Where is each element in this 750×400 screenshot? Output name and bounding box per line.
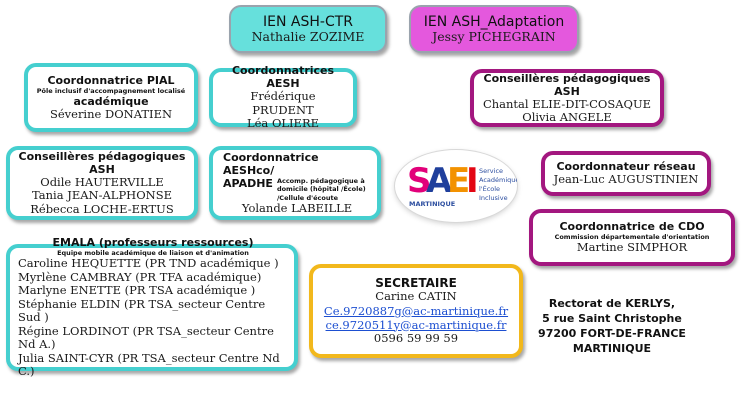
saei-logo-letter-s: S [407,161,432,201]
rectorat-address: Rectorat de KERLYS, 5 rue Saint Christop… [536,296,688,356]
emala-subtitle: Equipe mobile académique de liaison et d… [57,249,249,258]
ien-ash-adaptation-box: IEN ASH_Adaptation Jessy PICHEGRAIN [409,5,579,53]
cdo-title: Coordonnatrice de CDO [559,220,705,234]
aesh-name: Frédérique PRUDENT [250,89,316,117]
cp-ash-left-name: Rébecca LOCHE-ERTUS [30,201,174,216]
secretaire-name: Carine CATIN [375,289,457,303]
aeshco-title-row: APADHE Accomp. pédagogique à domicile (h… [223,177,371,203]
secretaire-email-link[interactable]: ce.9720511y@ac-martinique.fr [325,317,507,332]
saei-logo-line: Service [479,167,503,175]
pial-box: Coordonnatrice PIAL Pôle inclusif d'acco… [24,63,198,132]
saei-logo-line: Inclusive [479,194,508,202]
cp-ash-right-name: Chantal ELIE-DIT-COSAQUE [482,96,652,111]
saei-logo-line: l'École [479,184,500,193]
address-line: 5 rue Saint Christophe [542,312,682,325]
aesh-box: Coordonnatrices AESH Frédérique PRUDENT … [209,64,357,130]
reseau-title: Coordonnateur réseau [556,160,696,174]
emala-member: Caroline HEQUETTE (PR TND académique ) [18,256,279,271]
saei-logo-letter-e: E [447,161,470,201]
aeshco-box: Coordonnatrice AESHco/ APADHE Accomp. pé… [209,146,381,220]
saei-logo-region: MARTINIQUE [409,200,455,208]
cp-ash-right-box: Conseillères pédagogiques ASH Chantal EL… [470,69,664,127]
ien-ash-adaptation-title: IEN ASH_Adaptation [423,14,565,31]
cdo-box: Coordonnatrice de CDO Commission départe… [529,209,735,266]
secretaire-title: SECRETAIRE [375,276,457,290]
pial-subtitle: Pôle inclusif d'accompagnement localisé [36,86,186,95]
saei-logo-graphic: S A E I MARTINIQUE Service Académique de… [407,161,530,208]
reseau-name: Jean-Luc AUGUSTINIEN [553,172,699,187]
emala-member: Stéphanie ELDIN (PR TSA_secteur Centre S… [18,296,266,325]
address-line: Rectorat de KERLYS, [548,297,676,310]
cp-ash-left-box: Conseillères pédagogiques ASH Odile HAUT… [6,146,198,220]
saei-logo-letter-i: I [466,161,479,201]
ien-ash-ctr-box: IEN ASH-CTR Nathalie ZOZIME [229,5,387,53]
address-line: 97200 FORT-DE-FRANCE [538,327,686,340]
saei-logo-line: Académique de [479,176,517,184]
ien-ash-adaptation-name: Jessy PICHEGRAIN [432,29,556,45]
ien-ash-ctr-name: Nathalie ZOZIME [251,29,365,45]
pial-title-2: académique [73,94,149,108]
secretaire-email-link[interactable]: Ce.9720887g@ac-martinique.fr [323,303,509,318]
emala-member: Régine LORDINOT (PR TSA_secteur Centre N… [18,323,274,352]
emala-member: Julia SAINT-CYR (PR TSA_secteur Centre N… [18,350,280,379]
aeshco-subtitle: Accomp. pédagogique à domicile (hôpital … [276,176,366,202]
emala-member: Myrlène CAMBRAY (PR TFA académique) [18,269,262,284]
pial-name: Séverine DONATIEN [49,106,173,121]
pial-title: Coordonnatrice PIAL [47,73,175,87]
saei-logo: S A E I MARTINIQUE Service Académique de… [395,150,530,222]
reseau-box: Coordonnateur réseau Jean-Luc AUGUSTINIE… [541,151,711,196]
aeshco-name: Yolande LABEILLE [241,201,353,215]
cdo-name: Martine SIMPHOR [576,240,688,255]
emala-member: Marlyne ENETTE (PR TSA académique ) [18,283,256,298]
cp-ash-left-title: Conseillères pédagogiques ASH [18,149,186,176]
secretaire-box: SECRETAIRE Carine CATIN Ce.9720887g@ac-m… [309,264,523,358]
emala-title: EMALA (professeurs ressources) [52,236,254,250]
aesh-name: Léa OLIERE [246,116,319,131]
aesh-title: Coordonnatrices AESH [231,64,335,91]
secretaire-phone: 0596 59 99 59 [373,330,459,345]
aeshco-title-apadhe: APADHE [223,176,273,190]
ien-ash-ctr-title: IEN ASH-CTR [263,14,353,31]
address-line: MARTINIQUE [572,342,652,355]
emala-box: EMALA (professeurs ressources) Equipe mo… [6,236,298,378]
cp-ash-right-title: Conseillères pédagogiques ASH [483,71,651,98]
cp-ash-left-name: Odile HAUTERVILLE [40,174,164,189]
saei-logo-letter-a: A [426,161,453,201]
cp-ash-right-name: Olivia ANGELE [522,110,612,124]
aeshco-title: Coordonnatrice AESHco/ [223,150,319,177]
cdo-subtitle: Commission départementale d'orientation [554,233,710,242]
cp-ash-left-name: Tania JEAN-ALPHONSE [32,188,172,203]
